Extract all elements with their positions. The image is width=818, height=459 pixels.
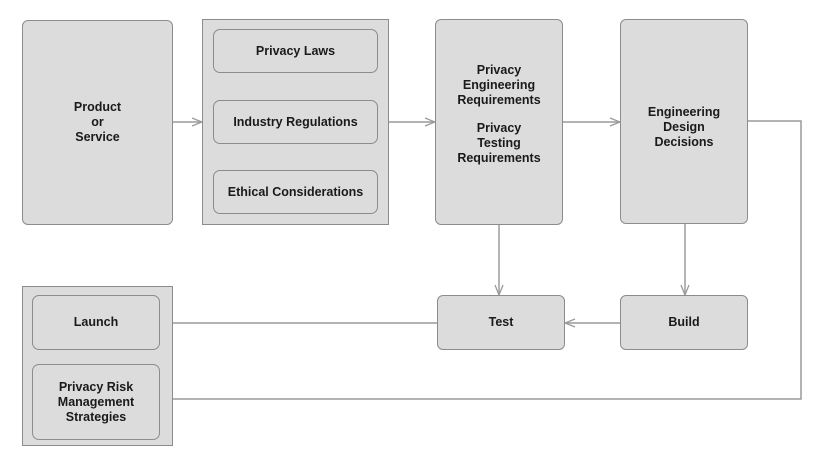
launch-node: Launch	[32, 295, 160, 350]
privacy-risk-management-strategies-node: Privacy Risk Management Strategies	[32, 364, 160, 440]
privacy-laws-node: Privacy Laws	[213, 29, 378, 73]
engineering-req-line-3: Requirements	[457, 93, 541, 107]
testing-req-line-3: Requirements	[457, 151, 541, 165]
product-line-3: Service	[75, 130, 120, 144]
industry-regulations-label: Industry Regulations	[233, 114, 358, 129]
design-line-1: Engineering	[647, 105, 721, 119]
testing-req-line-1: Privacy	[476, 121, 522, 135]
arrow-design-to-risk-strategies	[161, 120, 802, 399]
test-node: Test	[437, 295, 565, 350]
product-line-1: Product	[73, 100, 122, 114]
product-or-service-node: Product or Service	[22, 20, 173, 225]
risk-line-3: Strategies	[65, 409, 127, 424]
build-node: Build	[620, 295, 748, 350]
launch-label: Launch	[73, 315, 119, 329]
industry-regulations-node: Industry Regulations	[213, 100, 378, 144]
design-line-2: Design	[663, 120, 705, 134]
privacy-laws-label: Privacy Laws	[255, 43, 336, 58]
design-line-3: Decisions	[654, 135, 714, 149]
ethical-considerations-label: Ethical Considerations	[227, 184, 364, 199]
privacy-requirements-node: Privacy Engineering Requirements Privacy…	[435, 19, 563, 225]
engineering-design-decisions-node: Engineering Design Decisions	[620, 19, 748, 224]
risk-line-1: Privacy Risk	[58, 379, 134, 394]
product-line-2: or	[91, 115, 104, 129]
ethical-considerations-node: Ethical Considerations	[213, 170, 378, 214]
test-label: Test	[488, 315, 514, 329]
testing-req-line-2: Testing	[477, 136, 521, 150]
engineering-req-line-2: Engineering	[462, 78, 536, 92]
engineering-req-line-1: Privacy	[476, 63, 522, 77]
risk-line-2: Management	[57, 394, 135, 409]
build-label: Build	[668, 315, 700, 329]
